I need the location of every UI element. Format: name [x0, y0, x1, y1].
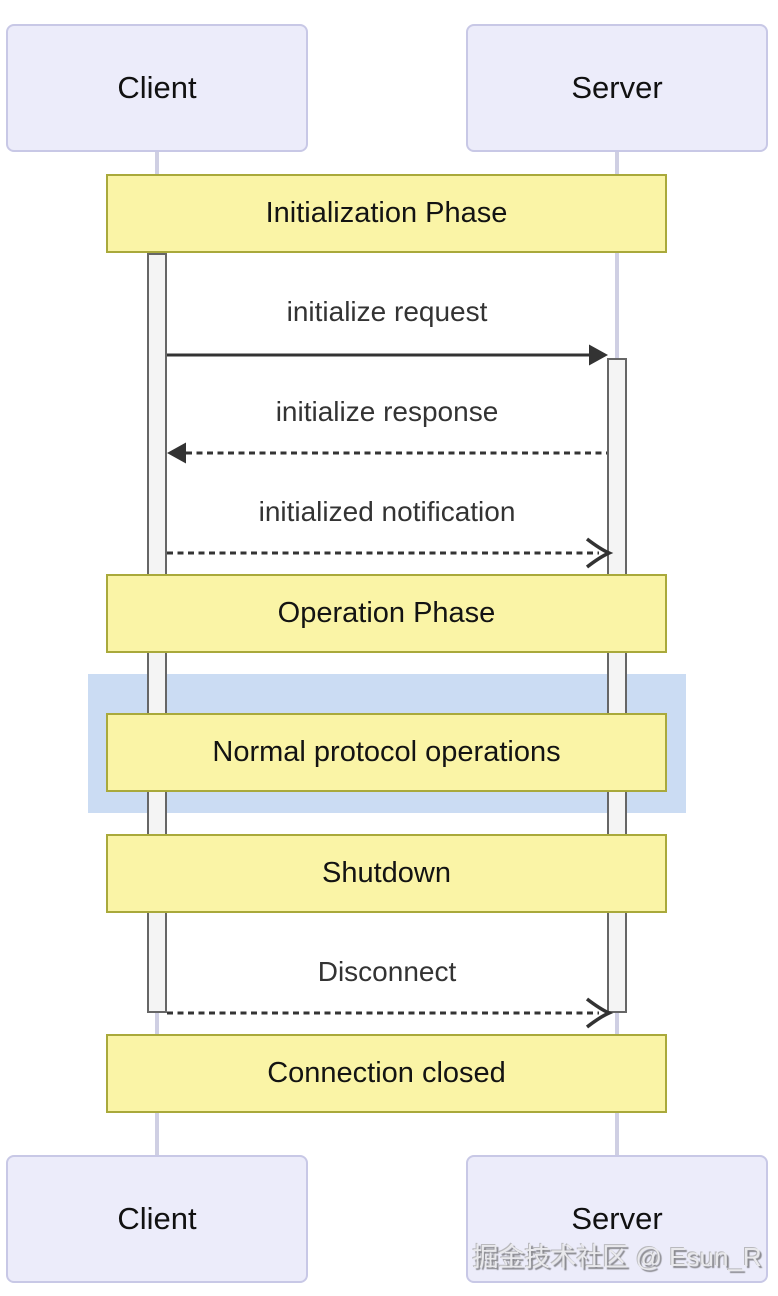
phase-banner-label: Connection closed [267, 1057, 506, 1089]
actor-box-client-bottom: Client [6, 1155, 308, 1283]
actor-box-server-top: Server [466, 24, 768, 152]
phase-banner-initialization: Initialization Phase [106, 174, 667, 253]
actor-box-client-top: Client [6, 24, 308, 152]
phase-banner-label: Operation Phase [277, 597, 496, 629]
activation-bar-server [607, 358, 627, 1013]
message-label-disconnect: Disconnect [317, 956, 457, 987]
phase-banner-label: Shutdown [322, 857, 451, 889]
arrowhead-open-right-icon [585, 537, 614, 569]
arrowhead-open-right-icon [585, 997, 614, 1029]
arrowhead-filled-right-icon [589, 344, 608, 366]
phase-banner-connection-closed: Connection closed [106, 1034, 667, 1113]
phase-banner-label: Initialization Phase [265, 197, 508, 229]
message-label-initialize-request: initialize request [286, 296, 488, 327]
actor-label-client: Client [117, 1201, 197, 1236]
actor-box-server-bottom: Server [466, 1155, 768, 1283]
phase-banner-label: Normal protocol operations [212, 736, 561, 768]
actor-label-server: Server [571, 70, 663, 105]
watermark: 掘金技术社区 @ Esun_R [472, 1242, 762, 1272]
actor-label-client: Client [117, 70, 197, 105]
phase-banner-operation: Operation Phase [106, 574, 667, 653]
phase-banner-shutdown: Shutdown [106, 834, 667, 913]
message-label-initialized-notification: initialized notification [258, 496, 516, 527]
actor-label-server: Server [571, 1201, 663, 1236]
phase-banner-normal-operations: Normal protocol operations [106, 713, 667, 792]
arrowhead-filled-left-icon [167, 442, 186, 464]
message-label-initialize-response: initialize response [275, 396, 499, 427]
